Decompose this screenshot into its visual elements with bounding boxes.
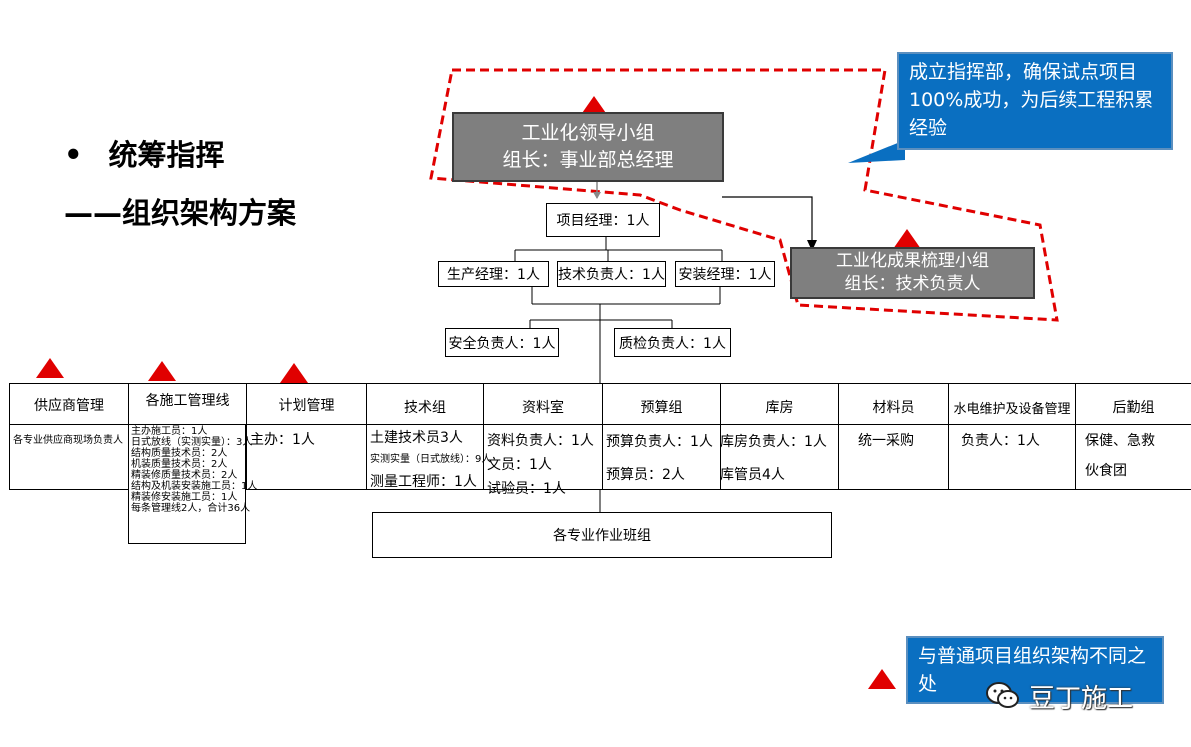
legend-marker xyxy=(868,669,896,689)
arrow-head xyxy=(807,240,817,251)
tech-lead-box: 技术负责人：1人 xyxy=(557,261,666,287)
col-head-logistics: 后勤组 xyxy=(1112,400,1155,416)
watermark-text: 豆丁施工 xyxy=(1029,683,1134,714)
crew-box: 各专业作业班组 xyxy=(372,512,832,558)
cell-material-0: 统一采购 xyxy=(858,433,914,449)
callout-box: 成立指挥部，确保试点项目100%成功，为后续工程积累经验 xyxy=(897,52,1173,150)
cell-logistics: 保健、急救 伙食团 xyxy=(1085,433,1155,479)
col-head-plan: 计划管理 xyxy=(278,398,335,414)
diff-marker-plan xyxy=(280,363,308,383)
construction-extended-cell xyxy=(128,424,246,544)
cell-budget: 预算负责人：1人 预算员：2人 xyxy=(606,434,713,483)
table-divider xyxy=(9,424,1191,425)
cell-plan-0: 主办：1人 xyxy=(250,432,315,448)
quality-box: 质检负责人：1人 xyxy=(614,328,731,357)
legend-box: 与普通项目组织架构不同之处 xyxy=(906,636,1164,704)
cell-tech: 土建技术员3人 实测实量（日式放线）：9人 测量工程师：1人 xyxy=(370,430,492,490)
col-head-material: 材料员 xyxy=(872,400,915,416)
col-head-mep: 水电维护及设备管理 xyxy=(953,401,1071,417)
results-group-box: 工业化成果梳理小组 组长：技术负责人 xyxy=(790,247,1035,299)
col-head-supplier: 供应商管理 xyxy=(34,398,104,414)
results-line-1: 工业化成果梳理小组 xyxy=(836,251,989,271)
title-bullet: • xyxy=(64,138,83,172)
results-line-2: 组长：技术负责人 xyxy=(844,274,981,294)
title-line-2: ——组织架构方案 xyxy=(64,196,297,230)
leadership-line-1: 工业化领导小组 xyxy=(521,122,655,144)
col-head-construction: 各施工管理线 xyxy=(145,393,230,409)
col-head-warehouse: 库房 xyxy=(765,400,794,416)
col-head-docs: 资料室 xyxy=(522,400,564,416)
arrow-line xyxy=(722,196,813,247)
wechat-icon xyxy=(985,681,1021,711)
department-table xyxy=(9,383,1191,490)
title-line-1: • 统筹指挥 xyxy=(64,132,225,174)
pm-box: 项目经理：1人 xyxy=(546,203,660,237)
cell-docs: 资料负责人：1人 文员：1人 试验员：1人 xyxy=(487,433,594,497)
title-text-1: 统筹指挥 xyxy=(108,138,225,172)
cell-warehouse: 库房负责人：1人 库管员4人 xyxy=(720,434,827,483)
cell-supplier-0: 各专业供应商现场负责人 xyxy=(13,435,123,446)
callout-pointer xyxy=(848,140,905,163)
production-box: 生产经理：1人 xyxy=(438,261,549,287)
col-head-budget: 预算组 xyxy=(640,400,683,416)
highlight-boundary xyxy=(429,68,1059,322)
col-head-tech: 技术组 xyxy=(404,400,446,416)
diff-marker-supplier xyxy=(36,358,64,378)
leadership-line-2: 组长：事业部总经理 xyxy=(502,149,674,171)
diff-marker-construction xyxy=(148,361,176,381)
leadership-group-box: 工业化领导小组 组长：事业部总经理 xyxy=(452,112,724,182)
watermark: 豆丁施工 xyxy=(985,676,1155,716)
cell-mep-0: 负责人：1人 xyxy=(961,433,1040,449)
install-box: 安装经理：1人 xyxy=(675,261,775,287)
diff-marker-results xyxy=(893,229,921,249)
diff-marker-leadership xyxy=(580,96,608,116)
cell-construction: 主办施工员：1人 日式放线（实测实量）：3人 结构质量技术员：2人 机装质量技术… xyxy=(131,426,258,514)
safety-box: 安全负责人：1人 xyxy=(445,328,559,357)
